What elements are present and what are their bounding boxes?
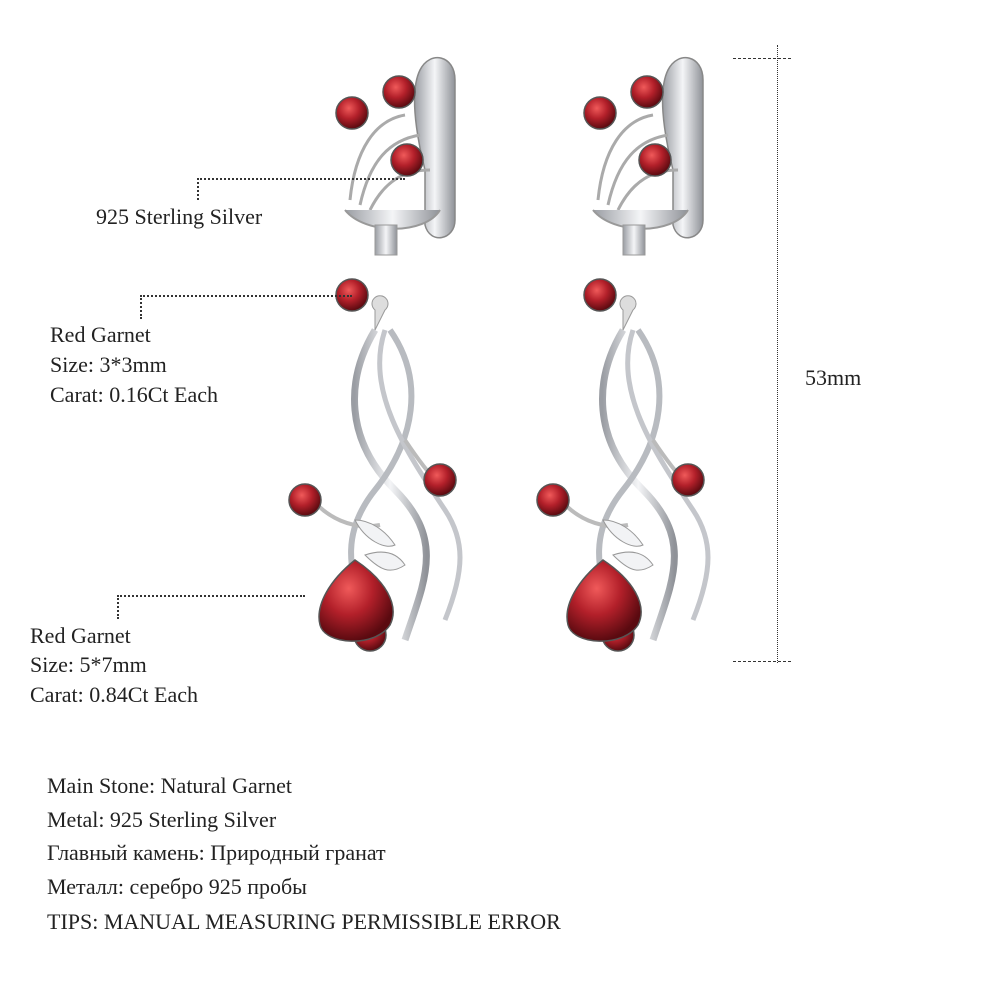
- spec-line: Металл: серебро 925 пробы: [47, 874, 307, 899]
- leader-line-small-stone-vertical: [140, 295, 142, 319]
- spec-line: Main Stone: Natural Garnet: [47, 773, 292, 798]
- dimension-line: [777, 45, 778, 663]
- callout-metal-label: 925 Sterling Silver: [96, 204, 263, 229]
- small-stone-carat: Carat: 0.16Ct Each: [50, 382, 219, 407]
- leader-line-small-stone: [140, 295, 352, 297]
- main-stone-size: Size: 5*7mm: [30, 652, 147, 677]
- leader-line-main-stone-vertical: [117, 595, 119, 619]
- main-stone-carat: Carat: 0.84Ct Each: [30, 682, 199, 707]
- leader-line-main-stone: [117, 595, 305, 597]
- dimension-top-mark: [733, 58, 791, 59]
- main-stone-name: Red Garnet: [30, 623, 131, 648]
- spec-line: Metal: 925 Sterling Silver: [47, 807, 277, 832]
- leader-line-metal-vertical: [197, 178, 199, 200]
- spec-line: Главный камень: Природный гранат: [47, 840, 386, 865]
- spec-line: TIPS: MANUAL MEASURING PERMISSIBLE ERROR: [47, 909, 561, 934]
- small-stone-size: Size: 3*3mm: [50, 352, 167, 377]
- leader-line-metal: [197, 178, 405, 180]
- small-stone-name: Red Garnet: [50, 322, 151, 347]
- dimension-bottom-mark: [733, 661, 791, 662]
- dimension-length: 53mm: [805, 365, 862, 390]
